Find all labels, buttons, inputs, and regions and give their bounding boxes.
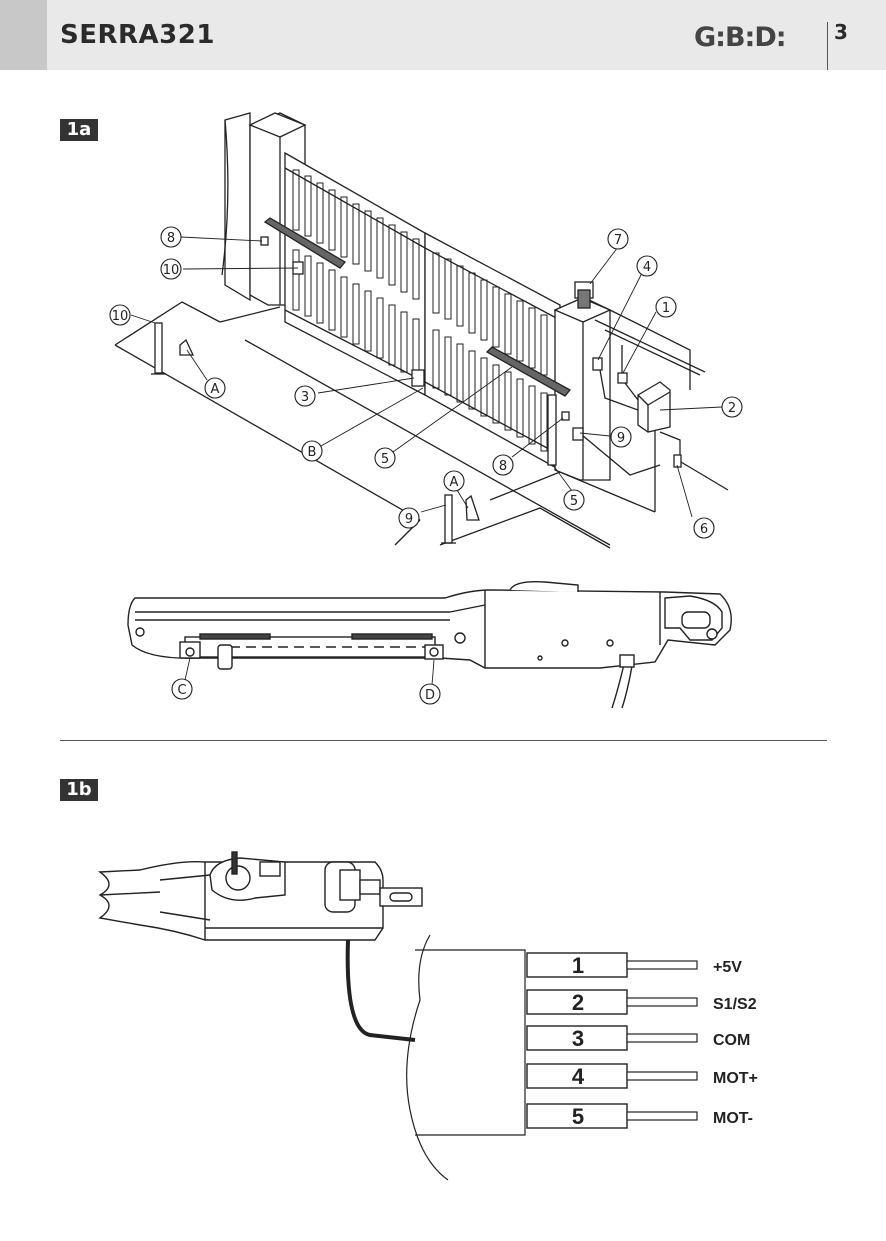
callout-b: B <box>308 445 317 460</box>
figure-label-1b: 1b <box>60 779 98 801</box>
callout-2: 2 <box>728 401 736 416</box>
callout-1: 1 <box>662 301 670 316</box>
callout-5: 5 <box>570 494 578 509</box>
header-separator <box>827 22 828 70</box>
callout-4: 4 <box>643 260 651 275</box>
terminal-label-mot-minus: MOT- <box>713 1110 753 1127</box>
callout-6: 6 <box>700 522 708 537</box>
terminal-label-s1s2: S1/S2 <box>713 996 757 1013</box>
callout-a: A <box>211 382 220 397</box>
callout-10: 10 <box>163 263 180 278</box>
callout-5: 5 <box>381 452 389 467</box>
terminal-label-mot-plus: MOT+ <box>713 1070 758 1087</box>
terminal-number-1: 1 <box>572 953 584 978</box>
callout-9: 9 <box>617 431 625 446</box>
terminal-label-5v: +5V <box>713 959 742 976</box>
callout-9: 9 <box>405 512 413 527</box>
terminal-number-4: 4 <box>572 1064 585 1089</box>
callout-3: 3 <box>301 390 309 405</box>
callout-a: A <box>450 475 459 490</box>
section-divider <box>60 740 827 741</box>
callout-8: 8 <box>499 459 507 474</box>
figure-label-1a: 1a <box>60 119 98 141</box>
callout-7: 7 <box>614 233 622 248</box>
terminal-number-2: 2 <box>572 990 584 1015</box>
page-number: 3 <box>834 20 848 44</box>
callout-d: D <box>425 688 435 703</box>
document-title: SERRA321 <box>60 20 215 50</box>
brand-logo: G:B:D: <box>694 22 787 53</box>
callout-10: 10 <box>112 309 129 324</box>
terminal-number-5: 5 <box>572 1104 584 1129</box>
page-header: SERRA321 G:B:D: 3 <box>0 0 886 70</box>
callout-c: C <box>177 683 186 698</box>
header-tab <box>0 0 47 70</box>
terminal-label-com: COM <box>713 1032 750 1049</box>
terminal-number-3: 3 <box>572 1026 584 1051</box>
callout-8: 8 <box>167 231 175 246</box>
